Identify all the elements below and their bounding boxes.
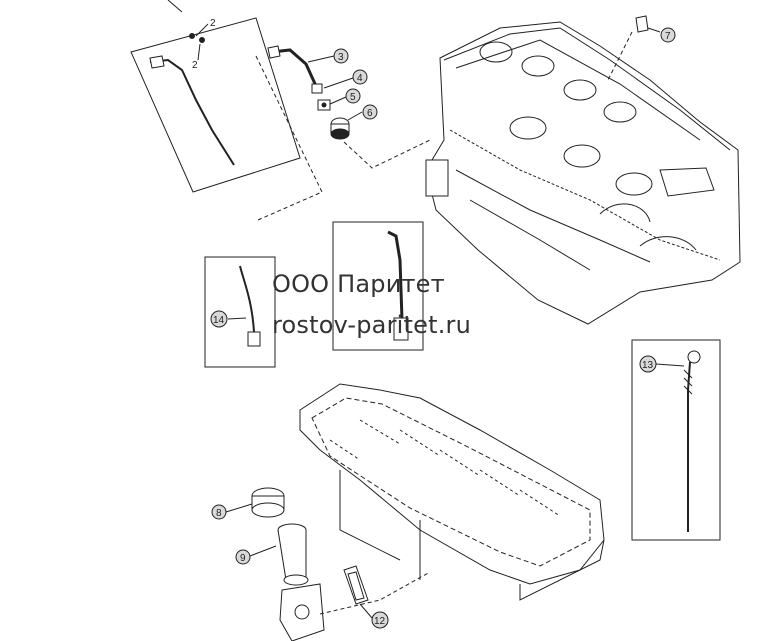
- callout-2b: 2: [192, 60, 198, 71]
- filler-neck-9: [277, 523, 309, 586]
- callout-8: 8: [211, 504, 227, 520]
- callout-12: 12: [371, 611, 389, 629]
- callout-14: 14: [210, 310, 228, 328]
- callout-7: 7: [660, 27, 676, 43]
- dipstick-tube-14: [239, 265, 261, 347]
- frame-leader-dashed: [255, 55, 323, 221]
- callout-13-label: 13: [642, 360, 654, 371]
- callout-13: 13: [639, 355, 657, 373]
- plug-leader-dashed: [343, 139, 431, 169]
- callout-2a-label: 2: [210, 18, 216, 29]
- leader-7: [647, 27, 661, 33]
- dipstick-tube-center-frame: [332, 221, 424, 351]
- callout-14-label: 14: [213, 315, 225, 326]
- callout-6: 6: [362, 104, 378, 120]
- dipstick-13-frame: [631, 339, 721, 541]
- callout-4-label: 4: [357, 73, 363, 84]
- callout-9-label: 9: [240, 553, 246, 564]
- dipstick-tube-center: [387, 230, 409, 341]
- callout-4: 4: [352, 69, 368, 85]
- dipstick-tube-frame: [130, 0, 301, 193]
- callout-2a: 2: [210, 18, 216, 29]
- fitting-5: [317, 99, 331, 111]
- gasket-12: [343, 565, 369, 605]
- dipstick-tube-14-frame: [204, 256, 276, 368]
- callout-9: 9: [235, 549, 251, 565]
- oil-tube-part: [267, 45, 318, 87]
- engine-block: [425, 21, 741, 325]
- callout-6-label: 6: [367, 108, 373, 119]
- callout-3: 3: [333, 48, 349, 64]
- filler-cap-8: [251, 487, 285, 518]
- callout-3-label: 3: [338, 52, 344, 63]
- watermark-company: ООО Паритет: [272, 270, 445, 298]
- fitting-4: [311, 83, 323, 94]
- oil-pan: [299, 383, 605, 601]
- callout-12-label: 12: [374, 616, 386, 627]
- plug-6: [330, 117, 350, 140]
- sender-7: [635, 15, 649, 33]
- callout-5-label: 5: [350, 92, 356, 103]
- dipstick-tube-part: [149, 33, 235, 166]
- dipstick-13: [683, 350, 701, 532]
- callout-2b-label: 2: [192, 60, 198, 71]
- callout-7-label: 7: [665, 31, 671, 42]
- callout-5: 5: [345, 88, 361, 104]
- watermark-site: rostov-paritet.ru: [272, 311, 472, 339]
- callout-8-label: 8: [216, 508, 222, 519]
- filler-adapter: [279, 583, 325, 641]
